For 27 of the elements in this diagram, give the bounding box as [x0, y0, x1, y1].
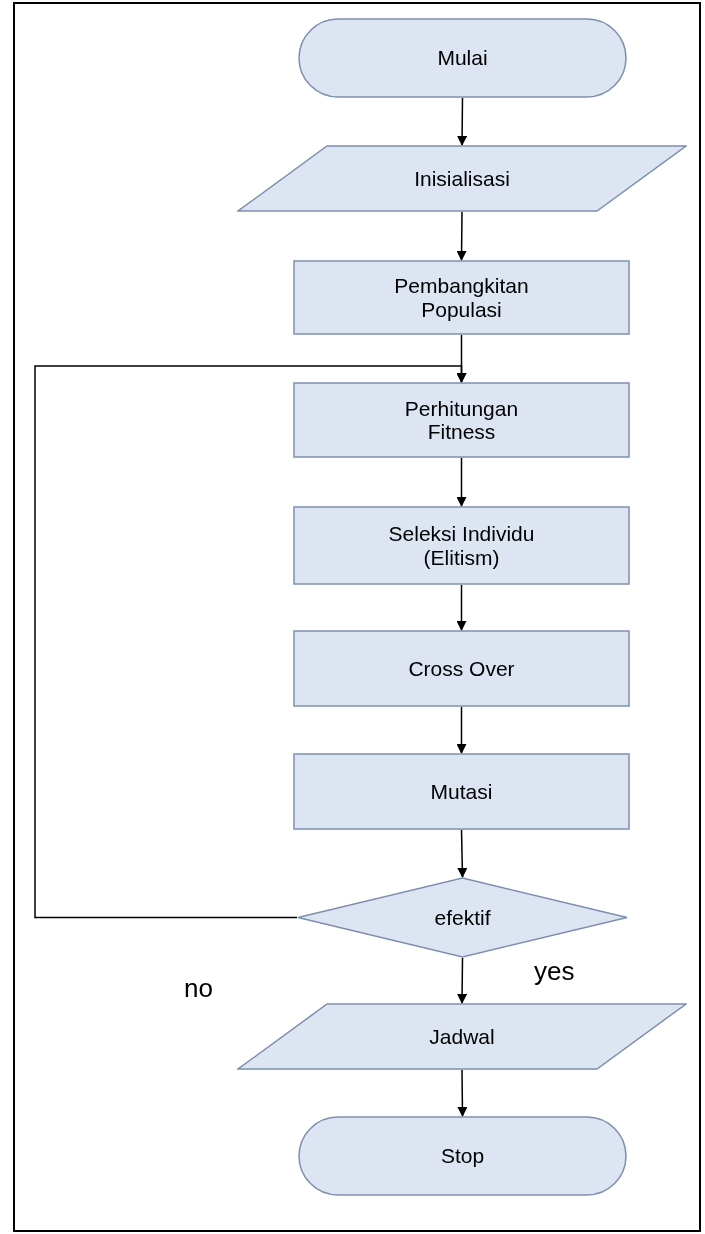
node-label: Stop [439, 1144, 486, 1168]
arrow [456, 706, 467, 754]
arrow [457, 957, 468, 1004]
node-label: efektif [433, 905, 492, 930]
data-parallelogram [237, 145, 687, 212]
node-label: Mulai [436, 46, 489, 70]
arrow [34, 365, 467, 919]
process-box [293, 630, 630, 707]
arrow [457, 97, 468, 146]
data-parallelogram [237, 1003, 687, 1070]
process-box [293, 506, 630, 585]
process-box [293, 753, 630, 830]
arrow [457, 1069, 468, 1117]
decision-diamond [297, 877, 628, 958]
node-label: Mutasi [429, 779, 494, 804]
arrow [456, 211, 467, 261]
arrow [456, 584, 467, 631]
node-label: Cross Over [407, 656, 516, 681]
process-box [293, 260, 630, 335]
arrow [456, 457, 467, 507]
node-label: Perhitungan Fitness [403, 396, 520, 444]
arrow [457, 829, 468, 878]
node-label: Pembangkitan Populasi [393, 274, 530, 321]
process-box [293, 382, 630, 458]
node-label: Jadwal [428, 1024, 496, 1049]
node-label: Seleksi Individu (Elitism) [387, 522, 536, 569]
node-label: Inisialisasi [413, 166, 511, 191]
